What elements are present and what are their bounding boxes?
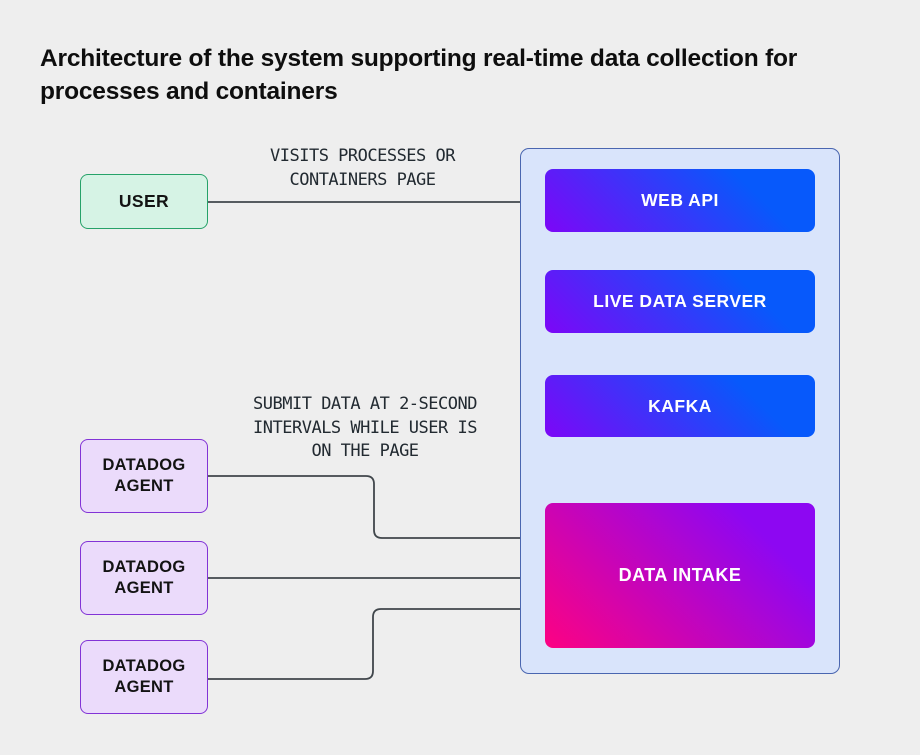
node-datadog-agent-label: DATADOG AGENT: [102, 558, 186, 597]
edge-label-line: SUBMIT DATA AT 2-SECOND: [253, 394, 477, 414]
edge-label-agent-submit: SUBMIT DATA AT 2-SECOND INTERVALS WHILE …: [225, 393, 505, 464]
node-web-api-label: WEB API: [641, 190, 719, 210]
node-data-intake-label: DATA INTAKE: [618, 565, 742, 585]
node-kafka-label: KAFKA: [648, 395, 712, 416]
node-datadog-agent-label: DATADOG AGENT: [102, 456, 186, 495]
diagram-title: Architecture of the system supporting re…: [40, 45, 798, 105]
node-user-label: USER: [118, 191, 170, 211]
node-data-intake: DATA INTAKE: [545, 503, 815, 648]
node-user: USER: [80, 174, 208, 229]
edge-label-line: VISITS PROCESSES OR: [270, 146, 455, 166]
node-live-data-server-label: LIVE DATA SERVER: [593, 291, 767, 311]
node-datadog-agent-3: DATADOG AGENT: [80, 640, 208, 714]
edge-label-user-visit: VISITS PROCESSES OR CONTAINERS PAGE: [225, 145, 500, 192]
node-datadog-agent-label: DATADOG AGENT: [102, 657, 186, 696]
node-web-api: WEB API: [545, 169, 815, 232]
edge-agent3-to-intake: [208, 604, 545, 680]
edge-label-line: ON THE PAGE: [311, 441, 419, 461]
node-datadog-agent-2: DATADOG AGENT: [80, 541, 208, 615]
node-datadog-agent-1: DATADOG AGENT: [80, 439, 208, 513]
edge-agent1-to-intake: [208, 475, 545, 543]
node-live-data-server: LIVE DATA SERVER: [545, 270, 815, 333]
edge-label-line: CONTAINERS PAGE: [289, 169, 436, 190]
edge-label-line: INTERVALS WHILE USER IS: [253, 417, 477, 438]
node-kafka: KAFKA: [545, 375, 815, 437]
